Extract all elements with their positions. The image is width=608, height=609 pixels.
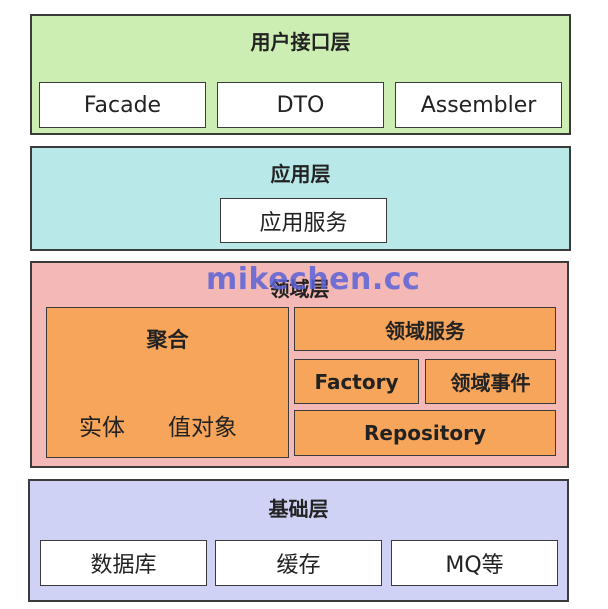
domain-event-box: 领域事件 — [425, 359, 556, 404]
aggregate-title: 聚合 — [146, 328, 189, 352]
value-object-label: 值对象 — [168, 415, 237, 441]
aggregate-box: 聚合 实体 值对象 — [46, 307, 289, 458]
mq-box: MQ等 — [391, 540, 558, 586]
user-interface-layer: 用户接口层 Facade DTO Assembler — [30, 14, 571, 135]
database-box: 数据库 — [40, 540, 207, 586]
user-interface-layer-title: 用户接口层 — [250, 30, 351, 54]
infrastructure-layer-title: 基础层 — [268, 497, 329, 521]
facade-box: Facade — [39, 82, 206, 128]
factory-box: Factory — [294, 359, 419, 404]
infrastructure-layer: 基础层 数据库 缓存 MQ等 — [28, 479, 569, 602]
domain-layer-title: 领域层 — [269, 277, 330, 301]
watermark-text: mikechen.cc — [206, 262, 421, 297]
application-layer-title: 应用层 — [270, 162, 331, 186]
entity-label: 实体 — [79, 415, 125, 441]
domain-service-box: 领域服务 — [294, 307, 556, 351]
domain-layer: 领域层 聚合 实体 值对象 领域服务 Factory 领域事件 Reposito… — [30, 261, 569, 468]
application-layer: 应用层 应用服务 — [30, 146, 571, 251]
dto-box: DTO — [217, 82, 384, 128]
cache-box: 缓存 — [215, 540, 382, 586]
assembler-box: Assembler — [395, 82, 562, 128]
application-service-box: 应用服务 — [220, 198, 387, 243]
repository-box: Repository — [294, 410, 556, 456]
